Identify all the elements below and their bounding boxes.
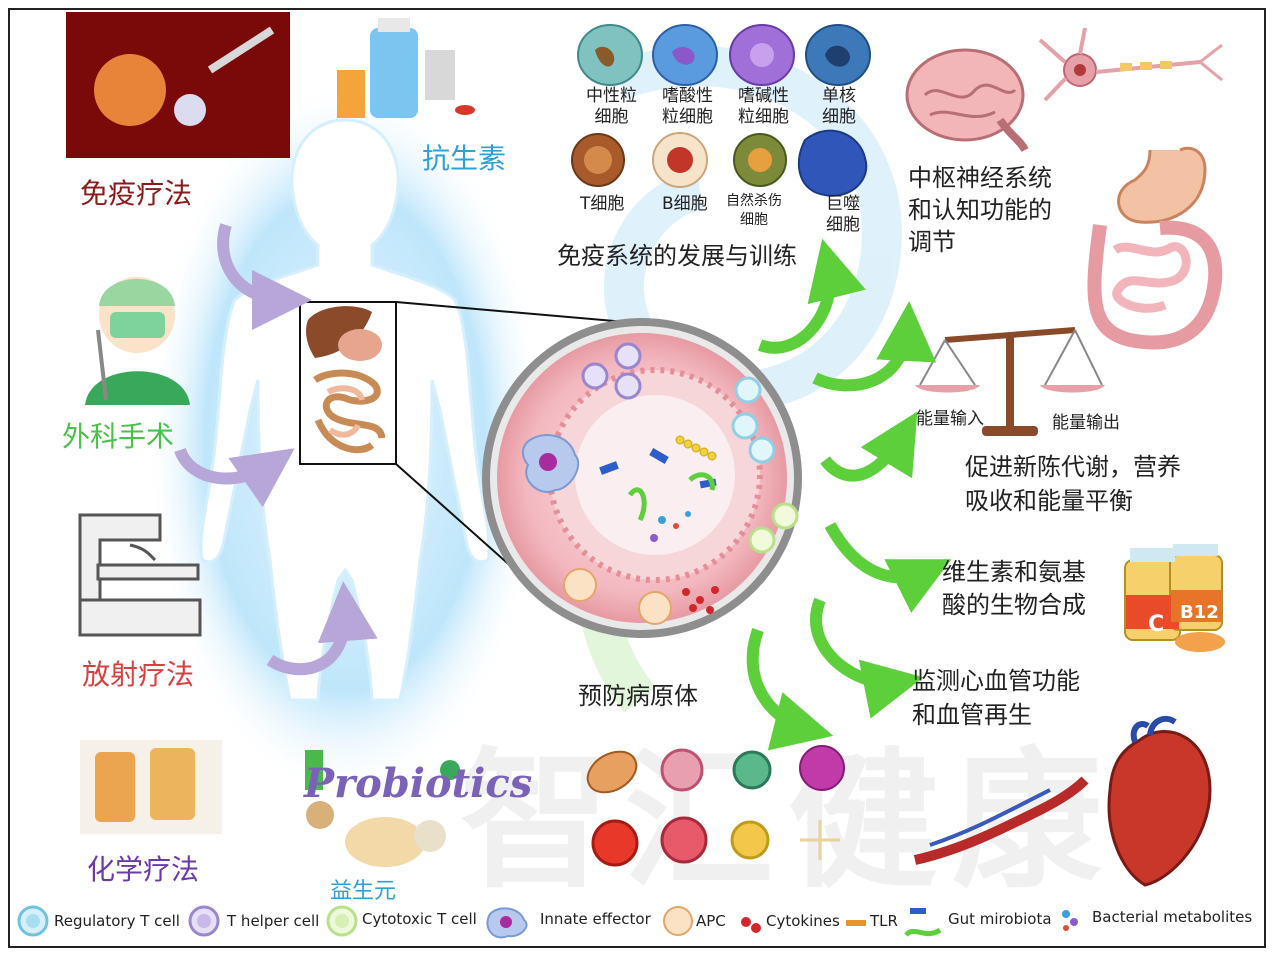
surgeon-icon xyxy=(85,277,190,405)
basophil-label: 嗜碱性 粒细胞 xyxy=(738,86,789,127)
legend-bacterial-metabolites: Bacterial metabolites xyxy=(1092,908,1253,926)
immune-cell-icons xyxy=(571,24,871,197)
treatment-arrows xyxy=(174,223,378,676)
legend-apc: APC xyxy=(696,912,726,930)
legend-icons xyxy=(17,905,1078,939)
cardiovascular-label: 监测心血管功能 和血管再生 xyxy=(912,667,1080,729)
energy-input-label: 能量输入 xyxy=(916,409,984,429)
heart-icon xyxy=(1107,715,1212,887)
chemotherapy-label: 化学疗法 xyxy=(87,853,200,886)
vitamin-synthesis-label: 维生素和氨基 酸的生物合成 xyxy=(942,558,1086,619)
brain-icon xyxy=(905,48,1029,153)
legend-cytokines: Cytokines xyxy=(766,912,840,930)
blood-vessel-icon xyxy=(913,776,1089,865)
gut-cross-section xyxy=(482,318,802,638)
vitamin-bottles-icon xyxy=(1124,544,1225,652)
macrophage-label: 巨噬 细胞 xyxy=(826,194,860,235)
surgery-label: 外科手术 xyxy=(62,420,175,453)
legend-innate-effector: Innate effector xyxy=(540,910,651,928)
legend-cytotoxic-t: Cytotoxic T cell xyxy=(362,910,477,928)
immune-training-label: 免疫系统的发展与训练 xyxy=(557,242,797,270)
legend-gut-microbiota: Gut mirobiota xyxy=(948,910,1052,928)
chemotherapy-image xyxy=(80,740,222,834)
antibiotics-label: 抗生素 xyxy=(422,142,507,175)
immunotherapy-image xyxy=(66,12,290,158)
prebiotics-label: 益生元 xyxy=(330,879,397,904)
monocyte-label: 单核 细胞 xyxy=(822,86,856,127)
b-cell-label: B细胞 xyxy=(662,194,708,214)
nk-cell-label: 自然杀伤 细胞 xyxy=(726,193,782,228)
cns-regulation-label: 中枢神经系统 和认知功能的 调节 xyxy=(908,164,1052,256)
antibiotics-image xyxy=(337,18,475,118)
radiotherapy-machine-icon xyxy=(78,513,202,637)
neutrophil-label: 中性粒 细胞 xyxy=(586,86,637,127)
neuron-icon xyxy=(1038,27,1223,102)
organ-box xyxy=(299,301,661,611)
balance-scale-icon xyxy=(915,327,1105,436)
probiotics-word: Probiotics xyxy=(304,760,533,807)
legend-tlr: TLR xyxy=(870,912,898,930)
digestive-tract-icon xyxy=(1087,146,1223,350)
vitamin-c-label: C xyxy=(1148,612,1165,637)
energy-output-label: 能量输出 xyxy=(1052,413,1120,433)
legend-t-helper: T helper cell xyxy=(227,912,320,930)
probiotic-foods-image xyxy=(305,750,460,867)
eosinophil-label: 嗜酸性 粒细胞 xyxy=(662,86,713,127)
function-arrows xyxy=(746,238,952,751)
radiotherapy-label: 放射疗法 xyxy=(82,658,195,691)
watermark-text: 智汇健康 xyxy=(460,735,1117,909)
pathogen-prevention-label: 预防病原体 xyxy=(578,682,698,710)
microbe-icons xyxy=(586,745,845,867)
metabolism-label: 促进新陈代谢，营养 吸收和能量平衡 xyxy=(965,453,1181,515)
immunotherapy-label: 免疫疗法 xyxy=(80,177,193,210)
legend-regulatory-t: Regulatory T cell xyxy=(54,912,180,930)
t-cell-label: T细胞 xyxy=(580,194,625,214)
vitamin-b12-label: B12 xyxy=(1180,602,1219,623)
